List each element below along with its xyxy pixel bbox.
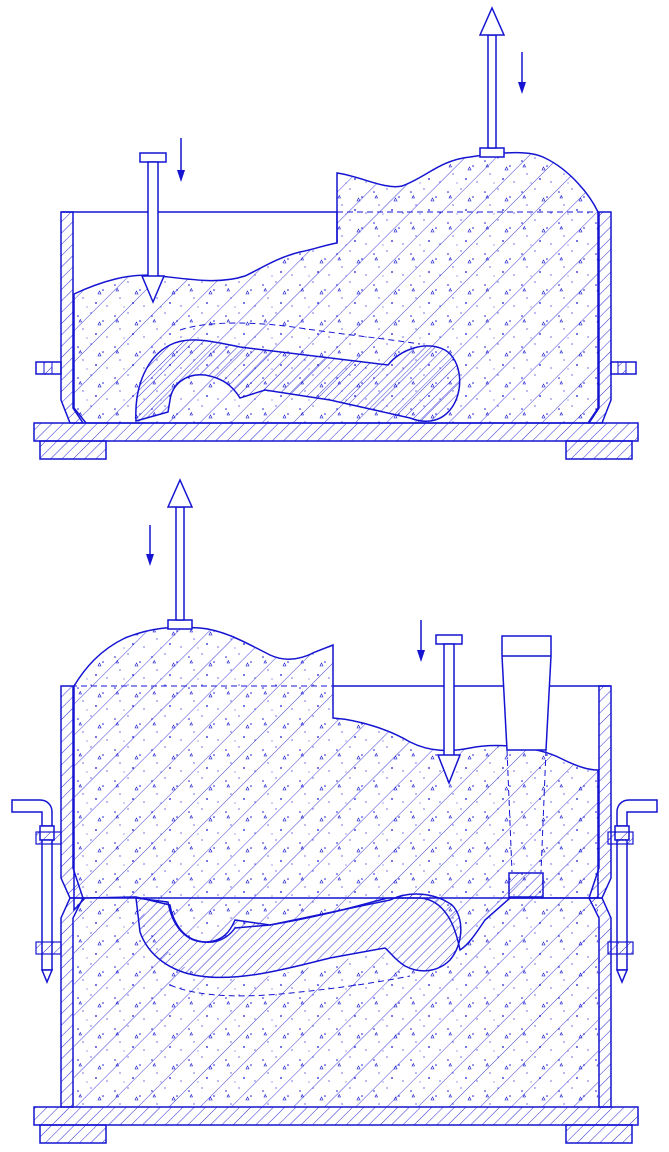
lift-rod-top (478, 6, 506, 158)
down-arrow-icon (518, 52, 526, 94)
down-arrow-icon (177, 138, 185, 182)
bottom-board (33, 1106, 639, 1126)
board-support-right (565, 440, 633, 460)
flask-pin-left (11, 799, 62, 984)
board-support-right (565, 1124, 633, 1144)
down-arrow-icon (417, 620, 425, 662)
bottom-figure (11, 478, 658, 1144)
rammer-tool-bottom (435, 634, 463, 786)
drag-flask-right-wall (587, 897, 612, 1108)
rammer-tool-top (139, 152, 167, 304)
parting-line-dashed-top (179, 322, 421, 345)
top-figure (33, 6, 639, 460)
flask-pin-right (607, 799, 658, 984)
lift-rod-bottom (166, 478, 194, 630)
board-support-left (39, 440, 107, 460)
board-support-left (39, 1124, 107, 1144)
down-arrow-icon (146, 525, 154, 566)
bottom-board (33, 422, 639, 442)
casting-pattern-top (135, 339, 461, 423)
casting-pattern-bottom (135, 893, 462, 979)
parting-line-dashed-bottom (169, 975, 411, 997)
sprue-pin (501, 635, 552, 898)
